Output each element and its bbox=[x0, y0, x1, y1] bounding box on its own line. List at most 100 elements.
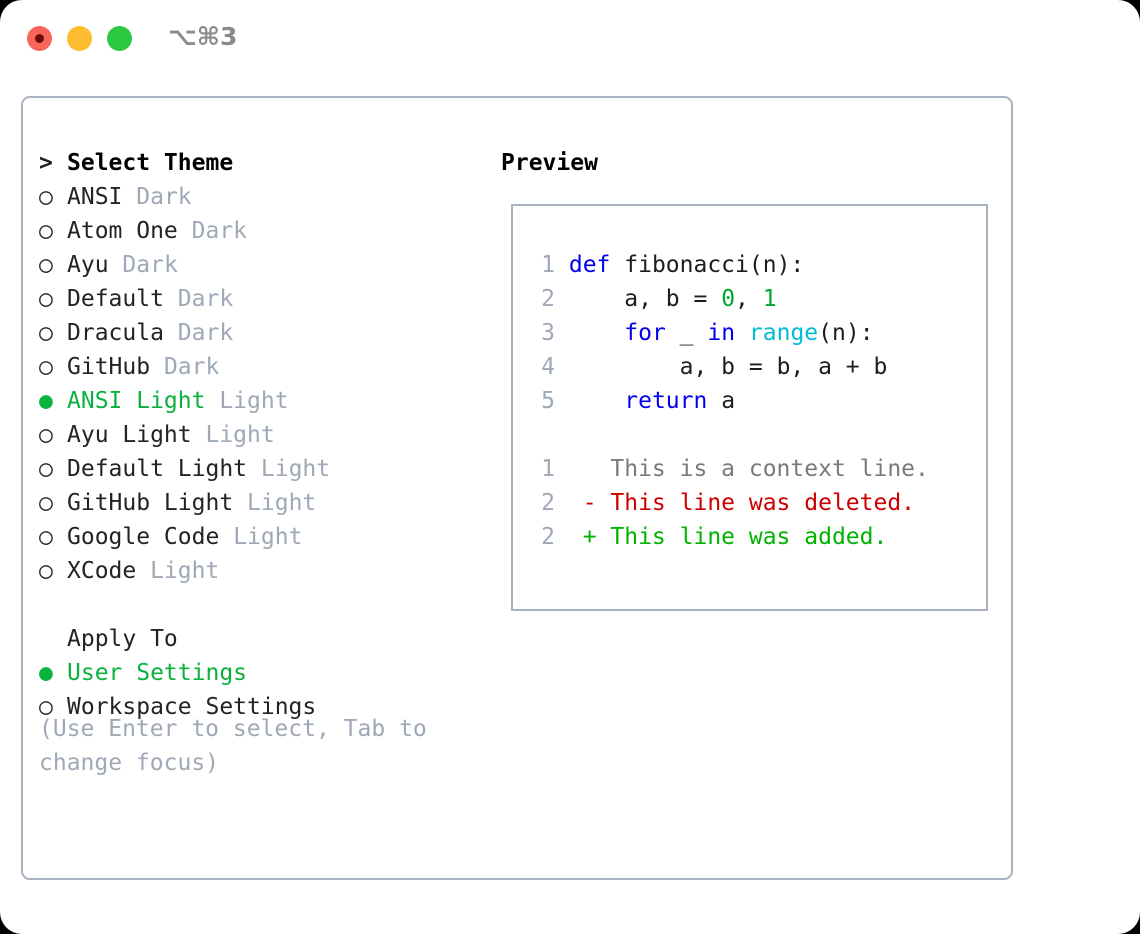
apply-to-option[interactable]: ○ Workspace Settings bbox=[39, 690, 489, 724]
apply-to-header: Apply To bbox=[39, 622, 489, 656]
theme-item-gap bbox=[192, 422, 206, 448]
code-line-number: 4 bbox=[541, 354, 555, 380]
theme-item-name: Dracula bbox=[67, 320, 164, 346]
theme-item[interactable]: ○ Dracula Dark bbox=[39, 316, 489, 350]
theme-item-gap bbox=[247, 456, 261, 482]
theme-item[interactable]: ○ Google Code Light bbox=[39, 520, 489, 554]
code-token: a, b = bbox=[568, 286, 722, 312]
theme-item-kind: Dark bbox=[136, 184, 192, 210]
title-bar: ⌥⌘3 bbox=[0, 0, 1140, 78]
theme-item[interactable]: ○Ayu Dark bbox=[39, 248, 489, 282]
radio-selected-icon: ● bbox=[39, 660, 53, 686]
code-token bbox=[569, 388, 624, 414]
theme-item-gap bbox=[178, 218, 192, 244]
theme-item[interactable]: ○Default Light Light bbox=[39, 452, 489, 486]
diff-sample: 1 This is a context line. 2 - This line w… bbox=[531, 452, 982, 554]
radio-unselected-icon: ○ bbox=[39, 252, 53, 278]
keyboard-shortcut-label: ⌥⌘3 bbox=[168, 22, 238, 51]
theme-item-gap bbox=[122, 184, 136, 210]
code-line-number: 3 bbox=[541, 320, 555, 346]
code-token: fibonacci(n): bbox=[610, 252, 805, 278]
diff-line-number: 2 bbox=[541, 490, 555, 516]
code-token bbox=[735, 320, 749, 346]
theme-item-kind: Light bbox=[247, 490, 317, 516]
code-token bbox=[569, 320, 624, 346]
theme-item-kind: Dark bbox=[163, 354, 220, 380]
radio-unselected-icon: ○ bbox=[39, 694, 53, 720]
theme-item-kind: Dark bbox=[177, 320, 234, 346]
theme-item-gap bbox=[136, 558, 150, 584]
theme-item-gap bbox=[109, 252, 123, 278]
theme-item[interactable]: ○XCode Light bbox=[39, 554, 489, 588]
theme-item-gap bbox=[150, 354, 164, 380]
theme-item[interactable]: ○Atom One Dark bbox=[39, 214, 489, 248]
code-line-number: 5 bbox=[541, 388, 555, 414]
code-gutter-gap bbox=[555, 354, 569, 380]
apply-to-option-label: User Settings bbox=[67, 660, 248, 686]
radio-unselected-icon: ○ bbox=[39, 422, 53, 448]
diff-line-content: - This line was deleted. bbox=[555, 490, 916, 516]
radio-unselected-icon: ○ bbox=[39, 320, 53, 346]
diff-line: 1 This is a context line. bbox=[531, 452, 982, 486]
code-token: def bbox=[568, 252, 611, 278]
theme-item[interactable]: ○GitHub Light Light bbox=[39, 486, 489, 520]
code-line: 4 a, b = b, a + b bbox=[531, 350, 982, 384]
radio-unselected-icon: ○ bbox=[39, 354, 53, 380]
apply-to-header-label: Apply To bbox=[67, 626, 178, 652]
code-token: range bbox=[748, 320, 819, 346]
theme-selector-column: >Select Theme ○ANSI Dark○Atom One Dark○A… bbox=[39, 146, 489, 724]
theme-item-name: ANSI Light bbox=[67, 388, 206, 414]
close-icon bbox=[35, 34, 44, 43]
apply-to-marker-spacer bbox=[39, 622, 67, 656]
diff-line-content: + This line was added. bbox=[555, 524, 888, 550]
theme-item-name: Default bbox=[67, 286, 164, 312]
code-line: 2 a, b = 0, 1 bbox=[531, 282, 982, 316]
code-gutter-gap bbox=[555, 320, 569, 346]
theme-list: ○ANSI Dark○Atom One Dark○Ayu Dark○Defaul… bbox=[39, 180, 489, 588]
code-diff-separator bbox=[531, 418, 982, 452]
radio-unselected-icon: ○ bbox=[39, 456, 53, 482]
theme-item-kind: Light bbox=[205, 422, 275, 448]
theme-item-kind: Light bbox=[233, 524, 303, 550]
code-gutter-gap bbox=[555, 388, 569, 414]
preview-title: Preview bbox=[501, 150, 598, 176]
content-panel: >Select Theme ○ANSI Dark○Atom One Dark○A… bbox=[21, 96, 1013, 880]
theme-item[interactable]: ○ANSI Dark bbox=[39, 180, 489, 214]
cursor-caret-icon: > bbox=[39, 150, 53, 176]
minimize-window-button[interactable] bbox=[67, 26, 92, 51]
apply-to-option[interactable]: ● User Settings bbox=[39, 656, 489, 690]
theme-item-kind: Dark bbox=[122, 252, 178, 278]
code-token: a, b = b, a + b bbox=[568, 354, 888, 380]
preview-column: Preview 1 def fibonacci(n): 2 a, b = 0, 1… bbox=[501, 146, 991, 611]
code-gutter-gap bbox=[555, 286, 569, 312]
code-token: (n): bbox=[818, 320, 874, 346]
code-token: return bbox=[624, 388, 708, 414]
maximize-window-button[interactable] bbox=[107, 26, 132, 51]
radio-unselected-icon: ○ bbox=[39, 184, 53, 210]
radio-unselected-icon: ○ bbox=[39, 524, 53, 550]
code-token: , bbox=[735, 286, 763, 312]
theme-item-name: GitHub bbox=[67, 354, 151, 380]
select-theme-header-label: Select Theme bbox=[67, 150, 234, 176]
diff-line-content: This is a context line. bbox=[555, 456, 929, 482]
code-token: 1 bbox=[762, 286, 777, 312]
theme-item[interactable]: ○ Ayu Light Light bbox=[39, 418, 489, 452]
theme-item[interactable]: ○ GitHub Dark bbox=[39, 350, 489, 384]
code-token: _ bbox=[665, 320, 708, 346]
radio-selected-icon: ● bbox=[39, 388, 53, 414]
apply-to-list: ● User Settings ○ Workspace Settings bbox=[39, 656, 489, 724]
apply-to-option-label: Workspace Settings bbox=[67, 694, 317, 720]
theme-item-gap bbox=[164, 320, 178, 346]
select-theme-header: > Select Theme bbox=[39, 146, 489, 180]
theme-item-kind: Dark bbox=[191, 218, 248, 244]
radio-unselected-icon: ○ bbox=[39, 286, 53, 312]
theme-item-gap bbox=[219, 524, 233, 550]
theme-item-name: Google Code bbox=[67, 524, 220, 550]
radio-unselected-icon: ○ bbox=[39, 558, 53, 584]
theme-item[interactable]: ○Default Dark bbox=[39, 282, 489, 316]
theme-item-name: Ayu Light bbox=[67, 422, 192, 448]
theme-item[interactable]: ●ANSI Light Light bbox=[39, 384, 489, 418]
theme-item-gap bbox=[233, 490, 247, 516]
code-token: for bbox=[624, 320, 666, 346]
